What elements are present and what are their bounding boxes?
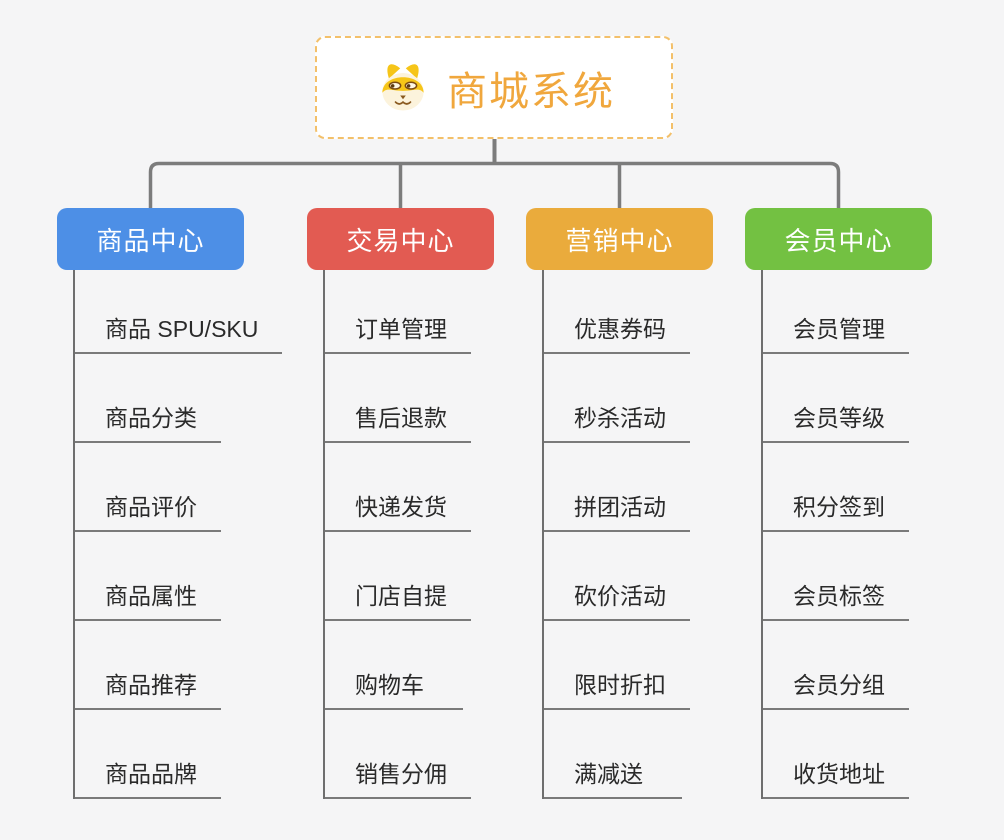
branch-trade-center: 交易中心 订单管理 售后退款 快递发货 门店自提 购物车 销售分佣 xyxy=(307,208,494,799)
branch-node-trade-center[interactable]: 交易中心 xyxy=(307,208,494,270)
branch-member-center: 会员中心 会员管理 会员等级 积分签到 会员标签 会员分组 收货地址 xyxy=(745,208,932,799)
leaf-node[interactable]: 商品属性 xyxy=(75,532,221,621)
root-node[interactable]: 商城系统 xyxy=(315,36,673,139)
leaf-node[interactable]: 优惠券码 xyxy=(544,270,690,354)
leaf-node[interactable]: 商品推荐 xyxy=(75,621,221,710)
leaf-node[interactable]: 拼团活动 xyxy=(544,443,690,532)
leaf-list-trade-center: 订单管理 售后退款 快递发货 门店自提 购物车 销售分佣 xyxy=(323,270,494,799)
leaf-node[interactable]: 满减送 xyxy=(544,710,682,799)
leaf-node[interactable]: 积分签到 xyxy=(763,443,909,532)
leaf-list-marketing-center: 优惠券码 秒杀活动 拼团活动 砍价活动 限时折扣 满减送 xyxy=(542,270,713,799)
leaf-node[interactable]: 商品评价 xyxy=(75,443,221,532)
leaf-node[interactable]: 快递发货 xyxy=(325,443,471,532)
leaf-list-member-center: 会员管理 会员等级 积分签到 会员标签 会员分组 收货地址 xyxy=(761,270,932,799)
branch-product-center: 商品中心 商品 SPU/SKU 商品分类 商品评价 商品属性 商品推荐 商品品牌 xyxy=(57,208,283,799)
leaf-node[interactable]: 收货地址 xyxy=(763,710,909,799)
leaf-node[interactable]: 门店自提 xyxy=(325,532,471,621)
leaf-node[interactable]: 商品品牌 xyxy=(75,710,221,799)
leaf-node[interactable]: 订单管理 xyxy=(325,270,471,354)
leaf-list-product-center: 商品 SPU/SKU 商品分类 商品评价 商品属性 商品推荐 商品品牌 xyxy=(73,270,283,799)
branch-node-member-center[interactable]: 会员中心 xyxy=(745,208,932,270)
leaf-node[interactable]: 售后退款 xyxy=(325,354,471,443)
leaf-node[interactable]: 销售分佣 xyxy=(325,710,471,799)
leaf-node[interactable]: 会员标签 xyxy=(763,532,909,621)
branch-node-product-center[interactable]: 商品中心 xyxy=(57,208,244,270)
leaf-node[interactable]: 限时折扣 xyxy=(544,621,690,710)
dog-face-icon xyxy=(373,58,433,118)
root-title: 商城系统 xyxy=(447,69,615,114)
branch-marketing-center: 营销中心 优惠券码 秒杀活动 拼团活动 砍价活动 限时折扣 满减送 xyxy=(526,208,713,799)
leaf-node[interactable]: 购物车 xyxy=(325,621,463,710)
leaf-node[interactable]: 秒杀活动 xyxy=(544,354,690,443)
leaf-node[interactable]: 商品分类 xyxy=(75,354,221,443)
leaf-node[interactable]: 会员等级 xyxy=(763,354,909,443)
leaf-node[interactable]: 商品 SPU/SKU xyxy=(75,270,283,354)
leaf-node[interactable]: 会员分组 xyxy=(763,621,909,710)
leaf-node[interactable]: 砍价活动 xyxy=(544,532,690,621)
branch-node-marketing-center[interactable]: 营销中心 xyxy=(526,208,713,270)
leaf-node[interactable]: 会员管理 xyxy=(763,270,909,354)
